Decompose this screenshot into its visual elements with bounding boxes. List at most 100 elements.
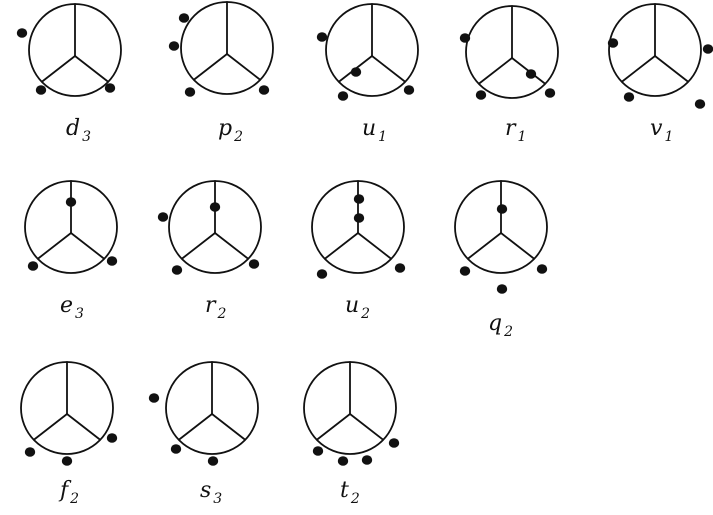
label-subscript: 3 — [213, 491, 222, 507]
label-subscript: 3 — [75, 306, 84, 322]
label-subscript: 2 — [69, 491, 79, 507]
vertex-dot — [171, 265, 183, 275]
vertex-dot — [184, 87, 196, 97]
edge-left — [180, 232, 216, 260]
vertex-dot — [388, 438, 400, 448]
vertex-dot — [168, 41, 180, 51]
vertex-dot — [394, 263, 406, 273]
edge-right — [371, 55, 407, 83]
vertex-dot — [24, 447, 36, 457]
label-subscript: 3 — [82, 129, 91, 145]
vertex-dot — [496, 284, 508, 294]
label-base: q — [488, 311, 502, 336]
label-base: v — [650, 116, 663, 141]
vertex-dot — [157, 212, 169, 222]
vertex-dot — [35, 85, 47, 95]
vertex-dot — [536, 264, 548, 274]
vertex-dot — [361, 455, 373, 465]
edge-right — [214, 232, 250, 260]
vertex-dot — [544, 88, 556, 98]
vertex-dot — [459, 266, 471, 276]
vertex-dot — [170, 444, 182, 454]
vertex-dot — [353, 194, 365, 204]
label-subscript: 1 — [378, 129, 387, 145]
edge-left — [40, 55, 76, 83]
label-base: e — [60, 293, 73, 318]
label-base: r — [205, 293, 217, 318]
vertex-dot — [312, 446, 324, 456]
vertex-dot — [623, 92, 635, 102]
vertex-dot — [459, 33, 471, 43]
vertex-dot — [148, 393, 160, 403]
vertex-dot — [525, 69, 537, 79]
edge-right — [211, 413, 247, 441]
vertex-dot — [106, 433, 118, 443]
vertex-dot — [258, 85, 270, 95]
label-base: d — [66, 116, 80, 141]
label-subscript: 2 — [233, 129, 243, 145]
vertex-dot — [353, 213, 365, 223]
vertex-dot — [694, 99, 706, 109]
vertex-dot — [316, 32, 328, 42]
edge-right — [349, 413, 385, 441]
vertex-dot — [27, 261, 39, 271]
vertex-dot — [65, 197, 77, 207]
edge-left — [177, 413, 213, 441]
edge-left — [32, 413, 68, 441]
vertex-dot — [178, 13, 190, 23]
vertex-dot — [61, 456, 73, 466]
vertex-dot — [16, 28, 28, 38]
edge-left — [620, 55, 656, 83]
vertex-dot — [496, 204, 508, 214]
vertex-dot — [207, 456, 219, 466]
edge-left — [315, 413, 351, 441]
label-base: u — [345, 293, 359, 318]
vertex-dot — [248, 259, 260, 269]
label-subscript: 1 — [664, 129, 673, 145]
label-base: p — [218, 116, 232, 141]
edge-left — [323, 232, 359, 260]
label-subscript: 2 — [503, 324, 513, 340]
edge-right — [70, 232, 106, 260]
edge-left — [466, 232, 502, 260]
vertex-dot — [607, 38, 619, 48]
vertex-dot — [403, 85, 415, 95]
label-subscript: 1 — [518, 129, 527, 145]
vertex-dot — [702, 44, 713, 54]
edge-right — [226, 53, 262, 81]
label-base: s — [200, 478, 211, 503]
edge-right — [654, 55, 690, 83]
vertex-dot — [209, 202, 221, 212]
vertex-dot — [337, 456, 349, 466]
edge-right — [357, 232, 393, 260]
edge-left — [36, 232, 72, 260]
edge-right — [74, 55, 110, 83]
label-subscript: 2 — [360, 306, 370, 322]
edge-right — [66, 413, 102, 441]
label-base: t — [340, 478, 349, 503]
vertex-dot — [475, 90, 487, 100]
